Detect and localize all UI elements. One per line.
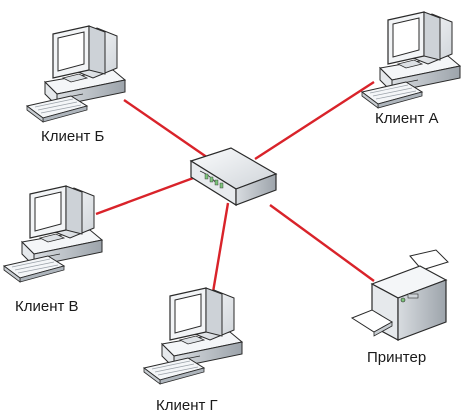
client-a-computer-icon [361,11,461,109]
client-a-label: Клиент А [375,110,439,127]
client-b-computer-icon [26,25,126,123]
link-printer [269,204,375,282]
printer-label: Принтер [367,349,427,366]
link-client-b [123,99,212,161]
client-b-label: Клиент Б [41,128,105,145]
links [95,80,375,299]
client-g-computer-icon [143,287,243,385]
client-v-computer-icon [3,185,103,283]
link-client-g [210,202,230,299]
link-client-a [254,80,375,161]
client-g-label: Клиент Г [156,397,218,414]
hub-icon [189,147,278,207]
link-client-v [95,175,197,216]
client-v-label: Клиент В [15,298,79,315]
printer-icon [350,249,449,342]
